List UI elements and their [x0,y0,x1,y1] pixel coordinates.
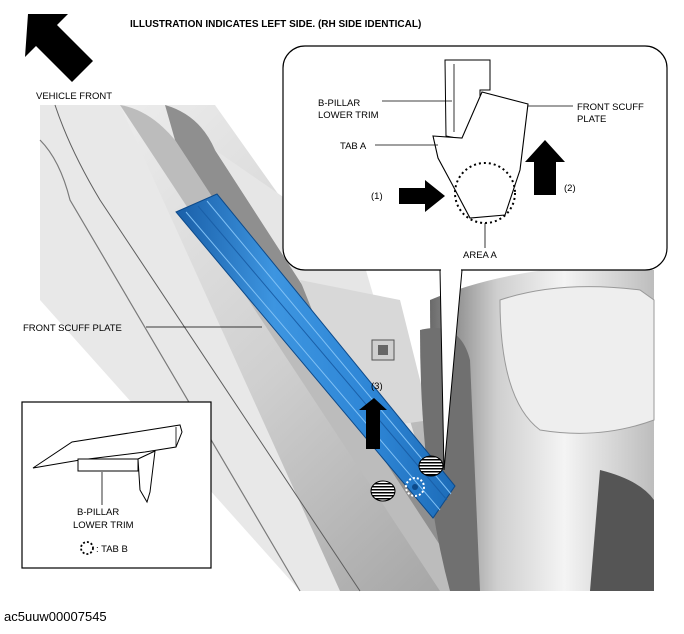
b-pillar-label-line1: B-PILLAR [318,98,360,109]
inset-tab-b-box [21,401,212,569]
step-2-label: (2) [564,183,576,194]
b-pillar-trim-detail [432,59,529,219]
diagram-title: ILLUSTRATION INDICATES LEFT SIDE. (RH SI… [130,19,421,30]
vehicle-front-arrow-icon [25,14,93,82]
inset-b-pillar-label-line2: LOWER TRIM [73,520,134,531]
b-pillar-label-line2: LOWER TRIM [318,110,379,121]
vehicle-front-label: VEHICLE FRONT [36,91,112,102]
step-2-arrow-icon [525,140,565,195]
area-a-circle [454,162,516,224]
step-1-label: (1) [371,191,383,202]
tab-b-marker [405,477,425,497]
tab-a-label: TAB A [340,141,367,152]
front-scuff-plate-label: FRONT SCUFF PLATE [23,323,122,334]
tab-b-legend-label: : TAB B [96,544,128,555]
front-scuff-detail-label-line2: PLATE [577,114,606,125]
step-1-arrow-icon [399,180,445,212]
front-scuff-detail-label-line1: FRONT SCUFF [577,102,644,113]
image-code: ac5uuw00007545 [4,609,107,624]
tab-b-legend-icon [80,541,94,555]
step-3-label: (3) [371,381,383,392]
clip-hatch-1 [370,480,396,502]
front-scuff-plate-part [175,193,456,519]
inset-b-pillar-label-line1: B-PILLAR [77,507,119,518]
clip-hatch-2 [418,455,444,477]
area-a-label: AREA A [463,250,497,261]
step-3-arrow-icon [359,398,387,449]
